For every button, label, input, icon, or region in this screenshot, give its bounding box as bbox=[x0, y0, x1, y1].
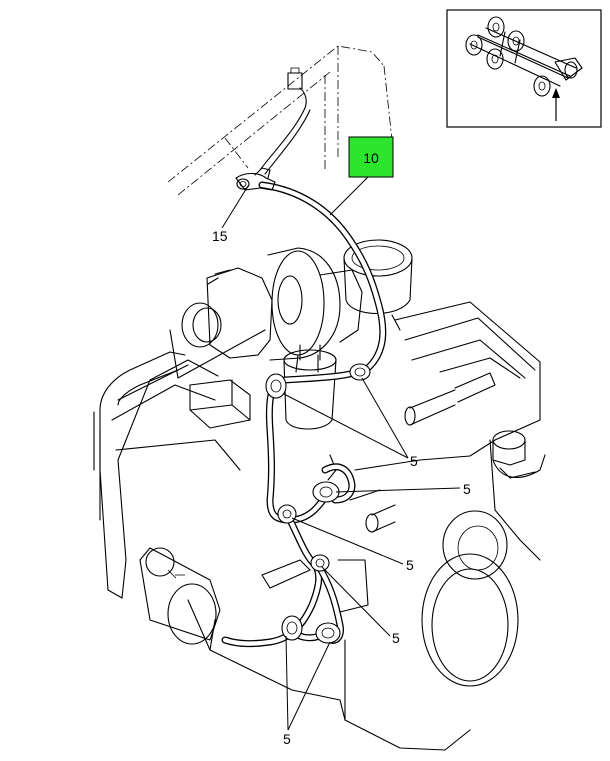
engine-block bbox=[93, 301, 546, 751]
leader-lines bbox=[221, 175, 461, 731]
callout-labels: 10 15 5 5 5 5 5 bbox=[212, 136, 471, 747]
clip-bottom-right bbox=[315, 622, 341, 644]
part-5-label-bottom[interactable]: 5 bbox=[283, 731, 291, 747]
part-5-label-middle-right[interactable]: 5 bbox=[463, 481, 471, 497]
clip-lower bbox=[310, 554, 330, 572]
breather-hose bbox=[221, 181, 387, 648]
clip-middle-right bbox=[312, 481, 340, 503]
highlighted-part-box bbox=[348, 136, 394, 178]
sensor-bracket bbox=[235, 67, 311, 191]
clip-upper-right bbox=[349, 363, 371, 381]
hose-clips bbox=[265, 363, 371, 644]
part-15-label[interactable]: 15 bbox=[212, 228, 228, 244]
part-5-label-lower[interactable]: 5 bbox=[392, 630, 400, 646]
turbocharger bbox=[181, 239, 413, 430]
part-5-label-middle-left[interactable]: 5 bbox=[406, 557, 414, 573]
clip-bottom-left bbox=[281, 615, 303, 641]
part-10-label[interactable]: 10 bbox=[363, 150, 379, 166]
engine-phantom-outline bbox=[167, 45, 393, 196]
clip-upper-left bbox=[265, 373, 287, 399]
locator-inset bbox=[446, 9, 602, 128]
location-arrow-icon bbox=[552, 88, 560, 121]
clip-middle-left bbox=[277, 504, 297, 524]
part-5-label-upper[interactable]: 5 bbox=[410, 453, 418, 469]
chassis-locator-icon bbox=[465, 16, 583, 97]
